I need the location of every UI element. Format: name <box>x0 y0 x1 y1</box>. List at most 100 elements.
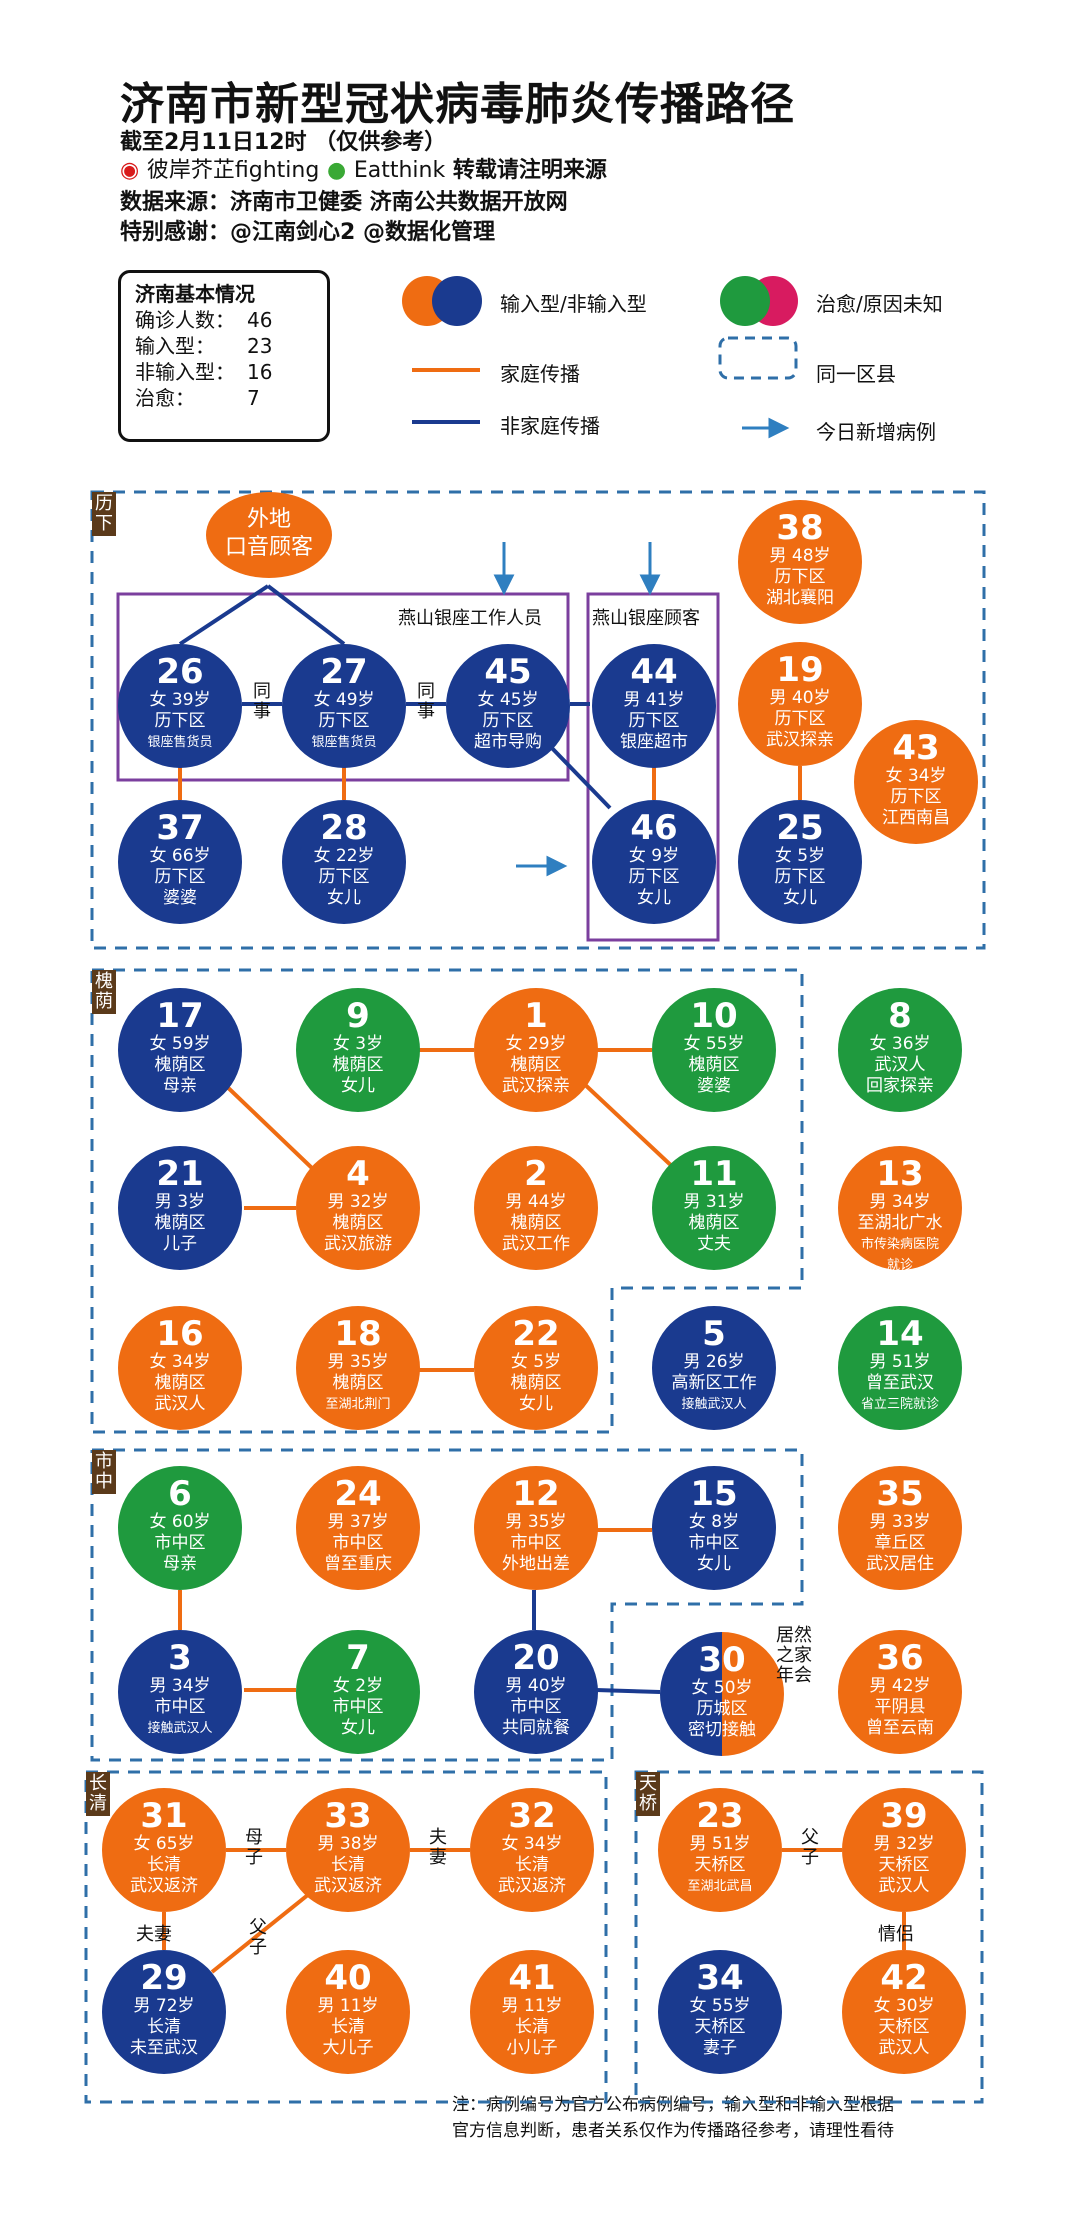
case-info: 武汉返济 <box>498 1876 566 1896</box>
case-info: 市传染病医院 <box>860 1237 939 1252</box>
case-info: 母亲 <box>163 1554 197 1574</box>
case-info: 长清 <box>331 1855 365 1875</box>
case-info: 小儿子 <box>506 2038 558 2058</box>
case-info: 女 3岁 <box>332 1034 384 1054</box>
case-info: 女 39岁 <box>149 690 211 710</box>
case-info: 武汉居住 <box>866 1554 934 1574</box>
outside-accent-label: 外地 口音顾客 <box>224 507 313 560</box>
case-info: 长清 <box>331 2017 365 2037</box>
case-number: 3 <box>168 1638 192 1678</box>
case-info: 女儿 <box>637 888 671 908</box>
case-info: 婆婆 <box>697 1076 731 1096</box>
summary-value: 7 <box>247 386 260 410</box>
case-info: 妻子 <box>703 2038 737 2058</box>
case-info: 武汉返济 <box>314 1876 382 1896</box>
case-number: 41 <box>508 1958 556 1998</box>
district-tag-changqing: 长清 <box>86 1772 110 1816</box>
case-info: 武汉探亲 <box>502 1076 570 1096</box>
credit-weibo: 彼岸芥芷fighting <box>146 158 320 183</box>
case-info: 历下区 <box>628 867 680 887</box>
case-number: 28 <box>320 808 368 848</box>
case-info: 大儿子 <box>322 2038 374 2058</box>
outside-accent-customer: 外地 口音顾客 <box>206 492 332 578</box>
case-number: 17 <box>156 996 204 1036</box>
case-info: 男 32岁 <box>327 1192 389 1212</box>
case-info: 市中区 <box>154 1697 206 1717</box>
case-info: 市中区 <box>510 1697 562 1717</box>
summary-label: 输入型： <box>135 334 215 358</box>
case-info: 历下区 <box>774 709 826 729</box>
case-info: 曾至云南 <box>866 1718 934 1738</box>
credit-note: 转载请注明来源 <box>452 158 607 183</box>
case-number: 24 <box>334 1474 382 1514</box>
case-info: 银座售货员 <box>147 735 213 750</box>
case-info: 历下区 <box>154 711 206 731</box>
case-info: 回家探亲 <box>866 1076 934 1096</box>
case-info: 男 31岁 <box>683 1192 745 1212</box>
district-tag-huaiyin: 槐荫 <box>92 970 116 1014</box>
case-info: 市中区 <box>332 1533 384 1553</box>
lovers-label: 情侣 <box>878 1924 914 1945</box>
case-info: 女 60岁 <box>149 1512 211 1532</box>
case-info: 槐荫区 <box>332 1055 384 1075</box>
legend-noninput-dot <box>432 276 482 326</box>
case-number: 23 <box>696 1796 744 1836</box>
case-info: 男 40岁 <box>769 688 831 708</box>
case-info: 槐荫区 <box>688 1055 740 1075</box>
case-info: 女 55岁 <box>683 1034 745 1054</box>
date-line: 截至2月11日12时 （仅供参考） <box>120 130 447 155</box>
yanshan-customer-label: 燕山银座顾客 <box>592 608 700 629</box>
case-info: 男 48岁 <box>769 546 831 566</box>
summary-box: 济南基本情况 确诊人数：46 输入型：23 非输入型：16 治愈：7 <box>118 270 330 442</box>
case-info: 长清 <box>147 2017 181 2037</box>
case-info: 男 41岁 <box>623 690 685 710</box>
coworker-label: 同事 <box>417 681 435 722</box>
case-info: 男 37岁 <box>327 1512 389 1532</box>
case-number: 13 <box>876 1154 924 1194</box>
case-info: 男 51岁 <box>689 1834 751 1854</box>
case-info: 长清 <box>147 1855 181 1875</box>
case-info: 男 11岁 <box>317 1996 379 2016</box>
case-number: 20 <box>512 1638 560 1678</box>
case-info: 男 26岁 <box>683 1352 745 1372</box>
case-info: 槐荫区 <box>510 1213 562 1233</box>
case-number: 40 <box>324 1958 372 1998</box>
case-info: 槐荫区 <box>154 1213 206 1233</box>
legend-family: 家庭传播 <box>500 362 580 386</box>
case-number: 8 <box>888 996 912 1036</box>
case-info: 女 55岁 <box>689 1996 751 2016</box>
summary-value: 16 <box>247 360 273 384</box>
case-info: 槐荫区 <box>332 1213 384 1233</box>
case-info: 槐荫区 <box>510 1373 562 1393</box>
case-number: 32 <box>508 1796 556 1836</box>
case-info: 历下区 <box>318 867 370 887</box>
case-info: 天桥区 <box>878 1855 930 1875</box>
case-info: 曾至重庆 <box>324 1554 392 1574</box>
case-info: 曾至武汉 <box>866 1373 934 1393</box>
case-number: 19 <box>776 650 824 690</box>
summary-label: 非输入型： <box>135 360 235 384</box>
case-info: 超市导购 <box>474 732 542 752</box>
legend-same-county: 同一区县 <box>816 362 896 386</box>
case-info: 男 72岁 <box>133 1996 195 2016</box>
case-info: 女儿 <box>519 1394 553 1414</box>
case-info: 共同就餐 <box>502 1718 570 1738</box>
case-info: 银座售货员 <box>311 735 377 750</box>
